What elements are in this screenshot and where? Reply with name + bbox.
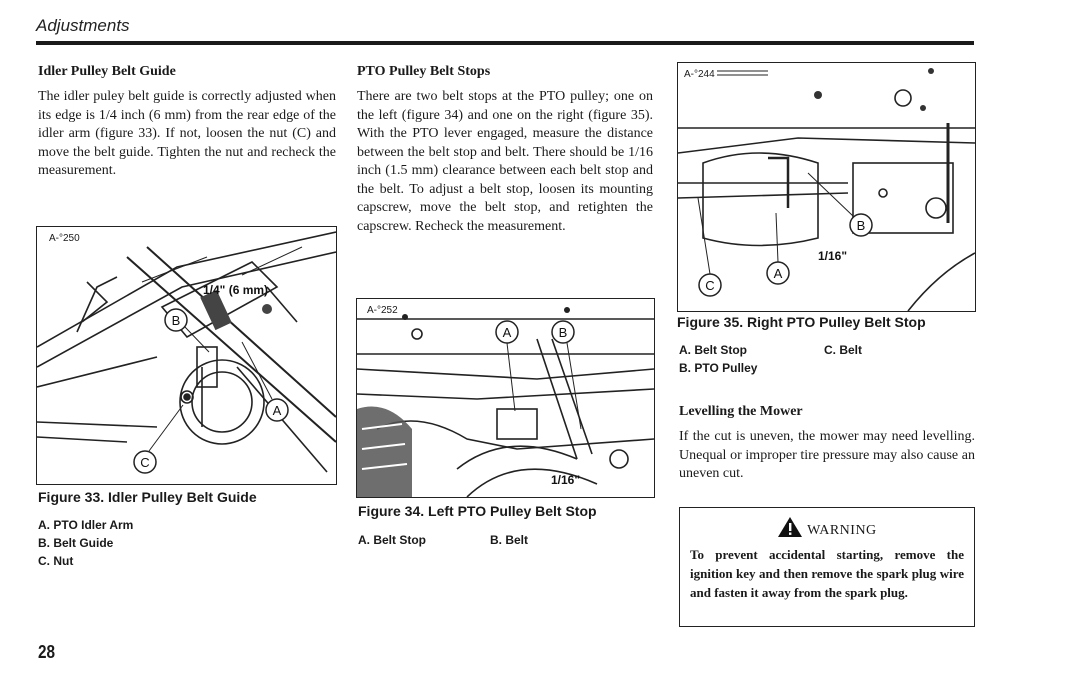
levelling-text: If the cut is uneven, the mower may need… [679,429,975,481]
figure-34: 1/16" A B A-°252 [356,298,655,498]
figure-33-id: A-°250 [47,233,82,244]
figure-35-dimension-label: 1/16" [818,249,847,263]
figure-35-caption: Figure 35. Right PTO Pulley Belt Stop [677,314,926,330]
pto-heading: PTO Pulley Belt Stops [357,64,491,79]
legend-item: A. PTO Idler Arm [38,518,134,532]
warning-text: To prevent accidental starting, remove t… [690,547,964,600]
figure-35-id: A-°244 [682,69,717,80]
legend-item: B. PTO Pulley [679,361,758,375]
figure-35-legend: A. Belt Stop C. Belt B. PTO Pulley [679,341,969,377]
figure-34-id: A-°252 [365,305,400,316]
legend-item: A. Belt Stop [679,343,747,357]
legend-item: A. Belt Stop [358,533,426,547]
warning-box: WARNING To prevent accidental starting, … [679,507,975,627]
svg-text:C: C [140,455,149,470]
figure-34-legend: A. Belt Stop B. Belt [358,531,648,549]
warning-triangle-icon [778,517,803,537]
figure-35-callout-c: C [698,273,722,297]
pto-text: There are two belt stops at the PTO pull… [357,89,653,234]
figure-35-callout-a: A [766,261,790,285]
figure-34-dimension-label: 1/16" [551,473,580,487]
figure-34-callout-a: A [495,320,519,344]
levelling-section: Levelling the Mower If the cut is uneven… [679,404,975,484]
figure-35-callout-b: B [849,213,873,237]
figure-33-legend: A. PTO Idler Arm B. Belt Guide C. Nut [38,516,133,570]
idler-text: The idler puley belt guide is correctly … [38,89,336,178]
legend-item: B. Belt Guide [38,536,114,550]
warning-title: WARNING [807,523,877,538]
svg-text:A: A [273,403,282,418]
svg-text:A: A [503,325,512,340]
header-rule [36,41,974,45]
figure-34-caption: Figure 34. Left PTO Pulley Belt Stop [358,503,597,519]
figure-34-illustration: 1/16" A B [357,307,654,497]
figure-33-callout-b: B [164,308,188,332]
svg-text:A: A [774,266,783,281]
levelling-heading: Levelling the Mower [679,404,803,419]
warning-header: WARNING [690,516,964,539]
page-number: 28 [38,642,56,662]
figure-33-callout-c: C [133,450,157,474]
idler-heading: Idler Pulley Belt Guide [38,64,176,79]
figure-33: 1/4" (6 mm) B A C A-°250 [36,226,337,485]
legend-item: C. Nut [38,554,74,568]
figure-33-callout-a: A [265,398,289,422]
svg-text:B: B [559,325,568,340]
pto-section: PTO Pulley Belt Stops There are two belt… [357,64,653,236]
svg-text:B: B [172,313,181,328]
figure-33-illustration: 1/4" (6 mm) B A C [37,231,336,474]
figure-35-illustration: 1/16" B A C [678,68,975,311]
section-title: Adjustments [36,16,130,35]
figure-33-caption: Figure 33. Idler Pulley Belt Guide [38,489,257,505]
figure-33-dimension-label: 1/4" (6 mm) [203,283,268,297]
idler-section: Idler Pulley Belt Guide The idler puley … [38,64,336,181]
legend-item: C. Belt [824,343,863,357]
figure-34-callout-b: B [551,320,575,344]
figure-35: 1/16" B A C A-°244 [677,62,976,312]
svg-text:C: C [705,278,714,293]
svg-text:B: B [857,218,866,233]
legend-item: B. Belt [490,533,529,547]
